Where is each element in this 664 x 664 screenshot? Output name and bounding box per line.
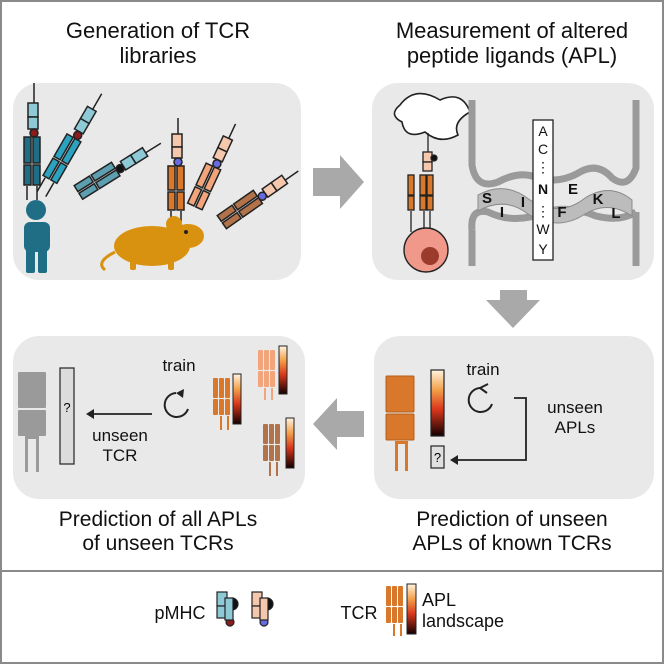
- unseen-tcr-label: unseen TCR: [80, 426, 160, 465]
- substitution-column: A C ⋮ N ⋮ W Y: [536, 123, 550, 257]
- mouse-tcr-tilted-2: [216, 170, 299, 230]
- unseen-tcr-stalk: [18, 372, 46, 436]
- unseen-tcr-caption-line2: of unseen TCRs: [82, 532, 234, 556]
- human-tcr-tilted-2: [73, 142, 162, 201]
- sub-a: A: [538, 123, 548, 139]
- mhc-groove: [468, 100, 640, 266]
- unseen-apl-caption: Prediction of unseen APLs of known TCRs: [362, 508, 662, 556]
- apl-measurement-title-line1: Measurement of altered: [395, 18, 629, 43]
- unseen-apl-panel: [374, 336, 654, 499]
- residue-7: K: [593, 191, 604, 208]
- unseen-apl-caption-line2: APLs of known TCRs: [412, 532, 612, 556]
- human-tcr-tilted-1: [36, 93, 103, 198]
- unseen-apl-arrow: [452, 397, 527, 461]
- legend-apl-line1: APL: [422, 590, 457, 610]
- mouse-tcr-tilted-1: [186, 123, 237, 211]
- peptide-residues: S I I F E K L: [482, 181, 621, 222]
- mouse-icon: [100, 216, 204, 272]
- tcr-library-title-line1: Generation of TCR: [65, 18, 251, 43]
- residue-5: F: [557, 204, 566, 221]
- human-tcr-upright: [23, 83, 41, 200]
- known-tcr-legs: [395, 441, 398, 471]
- legend-tcr-label: TCR: [340, 603, 378, 623]
- peptide-ribbon: [477, 188, 633, 224]
- training-tcr-2: [258, 345, 288, 400]
- apl-measurement-title: Measurement of altered peptide ligands (…: [362, 18, 662, 69]
- unknown-apl-box: [430, 445, 445, 469]
- legend-pmhc-label: pMHC: [154, 603, 206, 623]
- residue-3: I: [521, 194, 525, 211]
- arrow-left: [313, 398, 364, 450]
- apl-tcr-complex: [407, 133, 438, 232]
- sub-dots-2: ⋮: [536, 203, 550, 219]
- train-label-left: train: [162, 356, 196, 375]
- train-label-right: train: [466, 360, 500, 379]
- legend-pmhc-teal: [216, 591, 239, 627]
- sub-y: Y: [538, 241, 548, 257]
- residue-1: S: [482, 190, 492, 207]
- tcr-library-title: Generation of TCR libraries: [14, 18, 302, 69]
- residue-8: L: [611, 205, 620, 222]
- arrow-right-top: [313, 155, 364, 209]
- training-tcr-1: [213, 373, 242, 430]
- train-cycle-icon-left: [163, 392, 189, 418]
- residue-2: I: [500, 204, 504, 221]
- arrow-down: [486, 290, 540, 328]
- sub-c: C: [538, 141, 548, 157]
- unseen-tcr-apl-box: [59, 367, 75, 465]
- train-cycle-icon-right: [467, 387, 493, 413]
- legend-apl-label: APL landscape: [422, 590, 522, 631]
- sub-n: N: [538, 181, 548, 197]
- unknown-apl-question: ?: [434, 450, 441, 465]
- unseen-tcr-line1: unseen: [92, 426, 148, 445]
- sub-dots-1: ⋮: [536, 159, 550, 175]
- legend-apl-landscape-bar: [406, 583, 417, 635]
- apl-measurement-title-line2: peptide ligands (APL): [406, 43, 618, 69]
- unseen-apls-line2: APLs: [554, 417, 596, 437]
- legend-divider: [2, 570, 662, 572]
- unseen-tcr-question: ?: [63, 400, 70, 415]
- training-tcr-3: [263, 417, 295, 476]
- apl-landscape-bar-known: [430, 369, 445, 437]
- unseen-tcr-line2: TCR: [102, 445, 138, 465]
- known-tcr-stalk: [385, 375, 415, 441]
- legend-pmhc-pink: [251, 591, 274, 627]
- antigen-presenting-cell: [393, 92, 471, 141]
- substitution-column-box: [532, 119, 554, 261]
- t-cell: [403, 227, 449, 273]
- legend-tcr-icon: [386, 586, 403, 636]
- unseen-apl-caption-line1: Prediction of unseen: [416, 508, 608, 531]
- unseen-tcr-caption: Prediction of all APLs of unseen TCRs: [8, 508, 308, 556]
- tcr-library-title-line2: libraries: [119, 43, 197, 69]
- residue-6: E: [568, 181, 578, 198]
- sub-w: W: [536, 221, 550, 237]
- unseen-apls-line1: unseen: [547, 398, 603, 417]
- unseen-tcr-caption-line1: Prediction of all APLs: [58, 508, 258, 531]
- human-icon: [24, 200, 50, 273]
- legend-apl-line2: landscape: [422, 610, 505, 631]
- mouse-tcr-upright: [167, 118, 185, 222]
- unseen-apls-label: unseen APLs: [530, 398, 620, 437]
